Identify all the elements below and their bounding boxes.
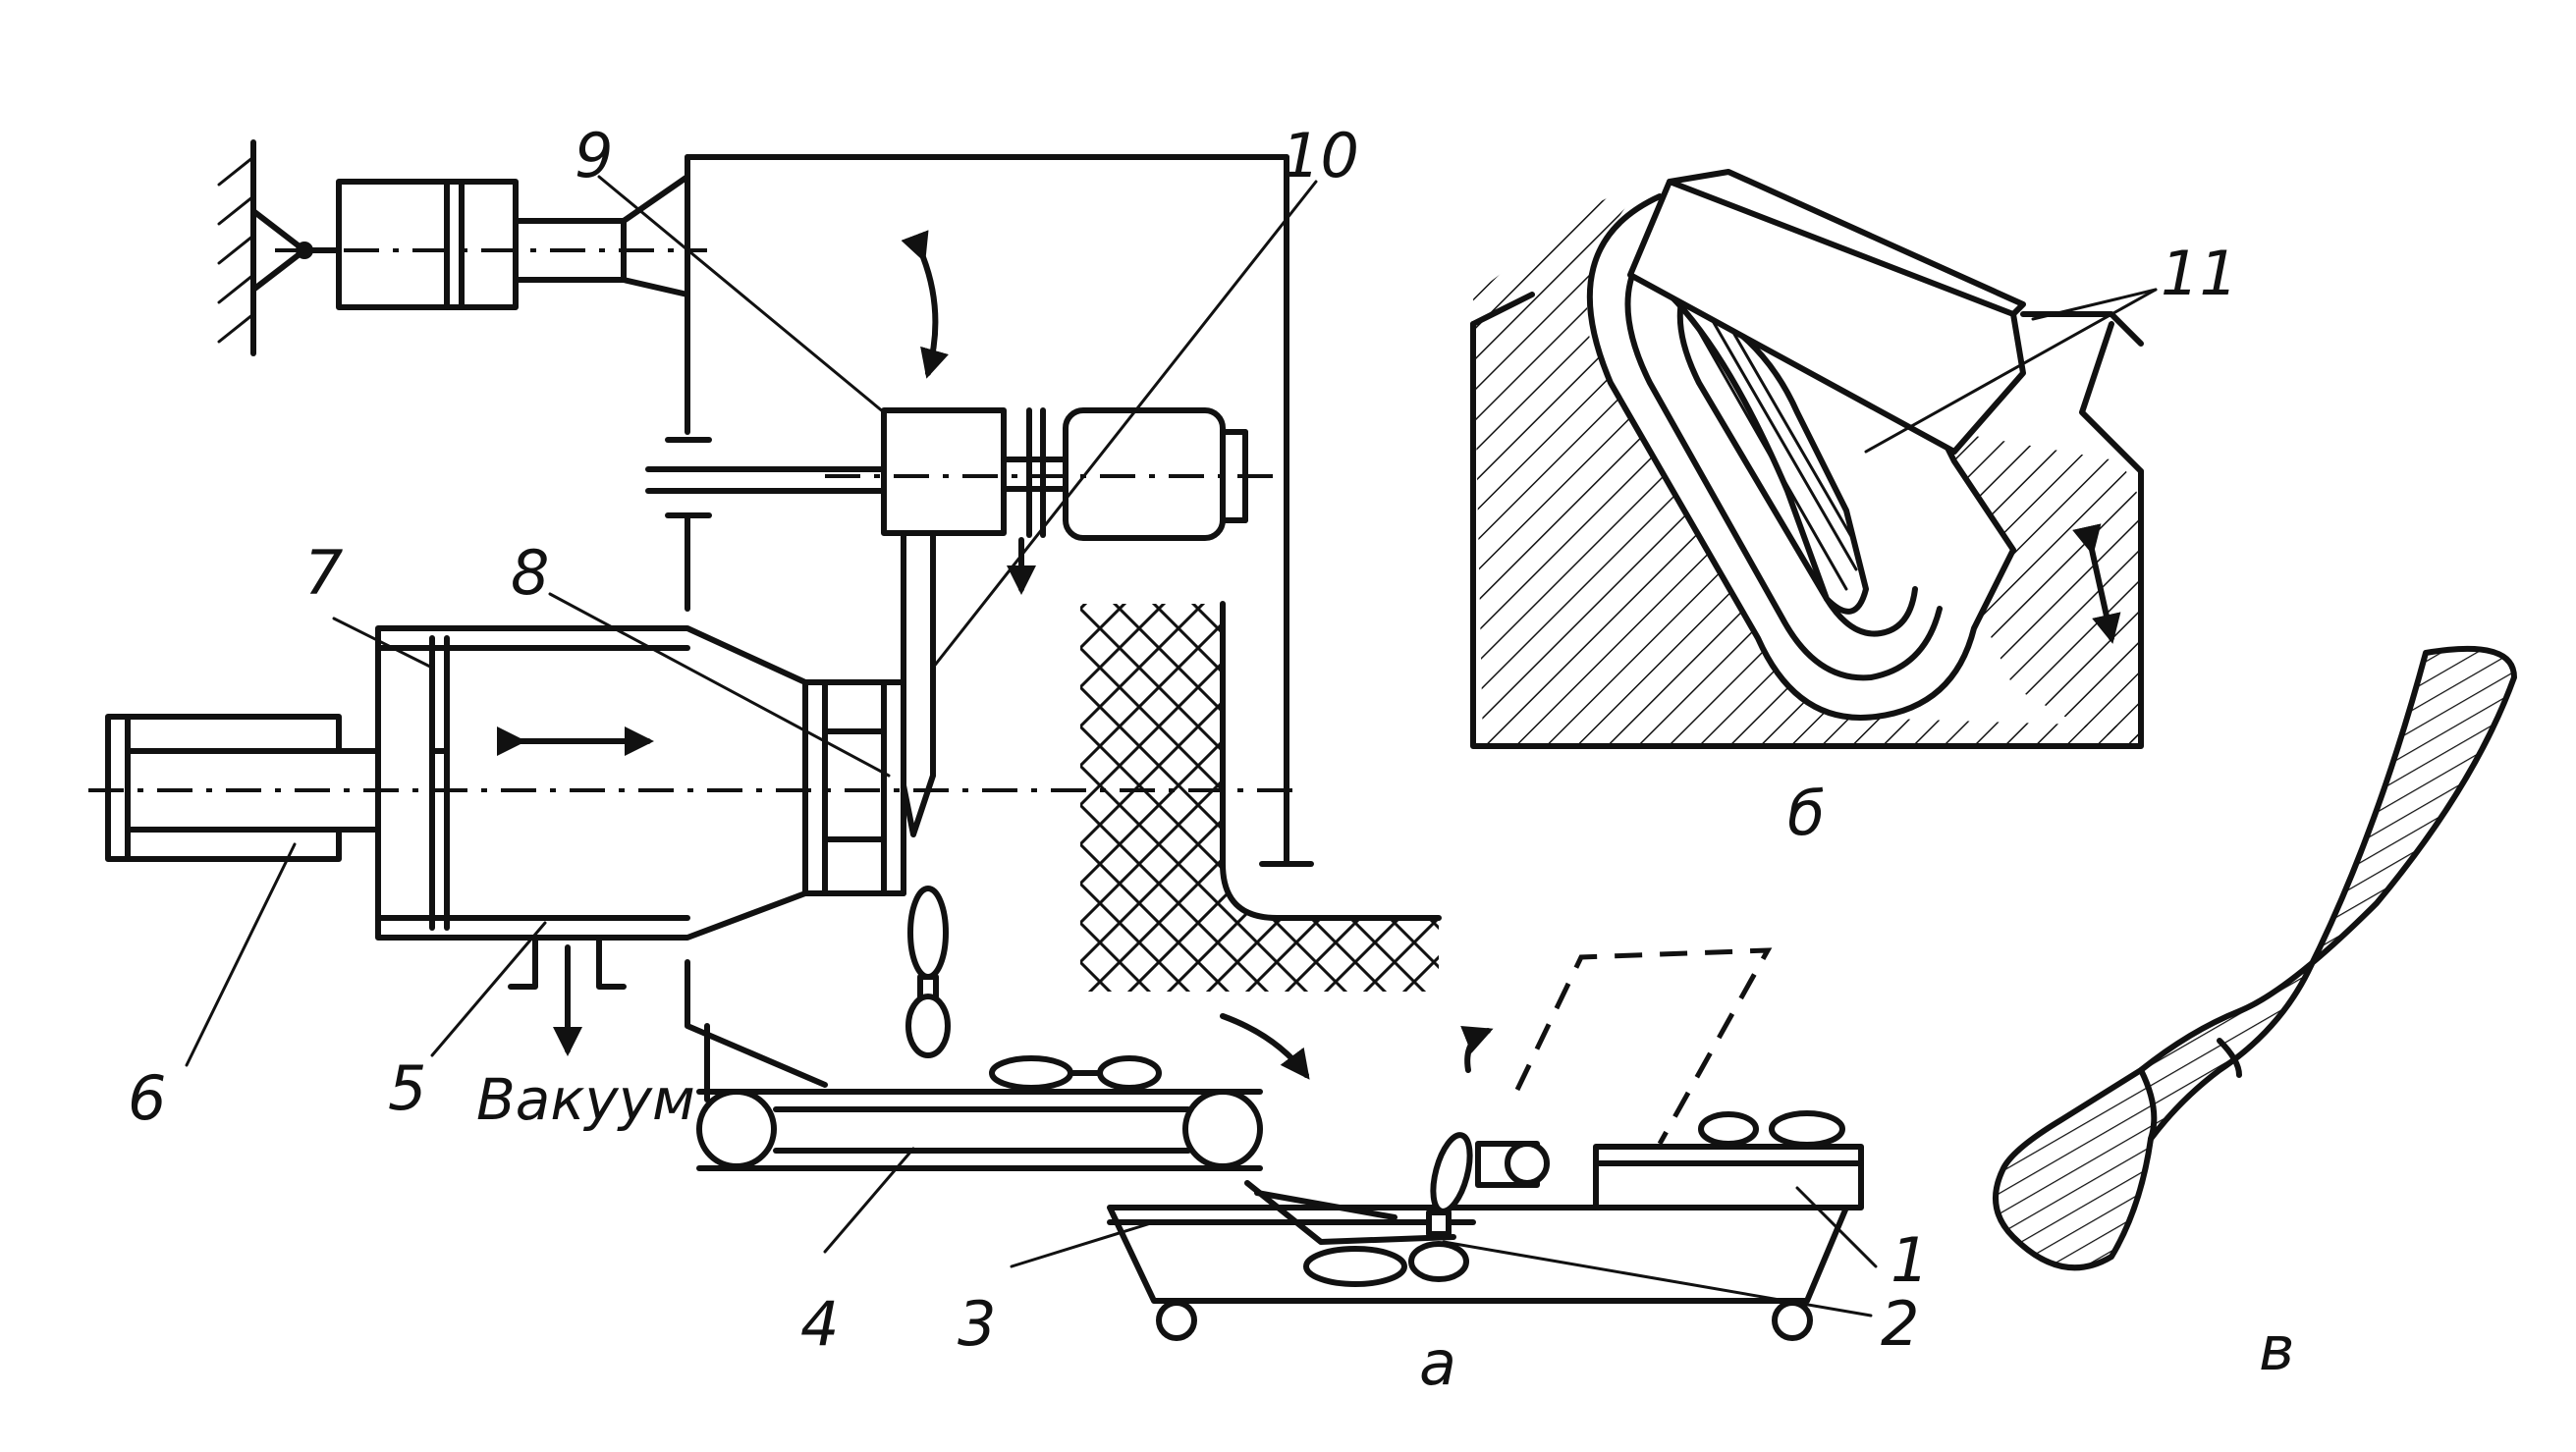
main-frame <box>645 154 1314 867</box>
label-5: 5 <box>388 1052 426 1124</box>
top-pneumatic-cylinder <box>217 139 707 356</box>
label-4: 4 <box>800 1288 839 1360</box>
label-1: 1 <box>1891 1224 1929 1296</box>
label-b: б <box>1787 778 1825 849</box>
label-6: 6 <box>128 1062 166 1134</box>
detail-b <box>1470 169 2144 749</box>
falling-workpieces <box>905 886 951 1058</box>
label-10: 10 <box>1282 120 1359 191</box>
labels: 9 10 8 7 6 5 Вакуум 4 3 а 1 2 11 б в <box>128 120 2295 1399</box>
vacuum-chamber <box>88 625 1306 1056</box>
label-7: 7 <box>304 537 343 609</box>
label-11: 11 <box>2161 238 2238 309</box>
label-9: 9 <box>575 120 613 191</box>
label-3: 3 <box>958 1288 996 1360</box>
detail-v-handle <box>1993 645 2517 1271</box>
spindle-head <box>825 230 1277 837</box>
label-8: 8 <box>511 537 549 609</box>
frame-column-hatched <box>1080 601 1442 992</box>
label-vacuum: Вакуум <box>476 1066 695 1133</box>
label-a: а <box>1419 1327 1456 1399</box>
label-v: в <box>2259 1313 2295 1384</box>
label-2: 2 <box>1881 1288 1919 1360</box>
conveyor-and-trolley <box>685 947 1864 1341</box>
leader-lines <box>185 175 2158 1318</box>
